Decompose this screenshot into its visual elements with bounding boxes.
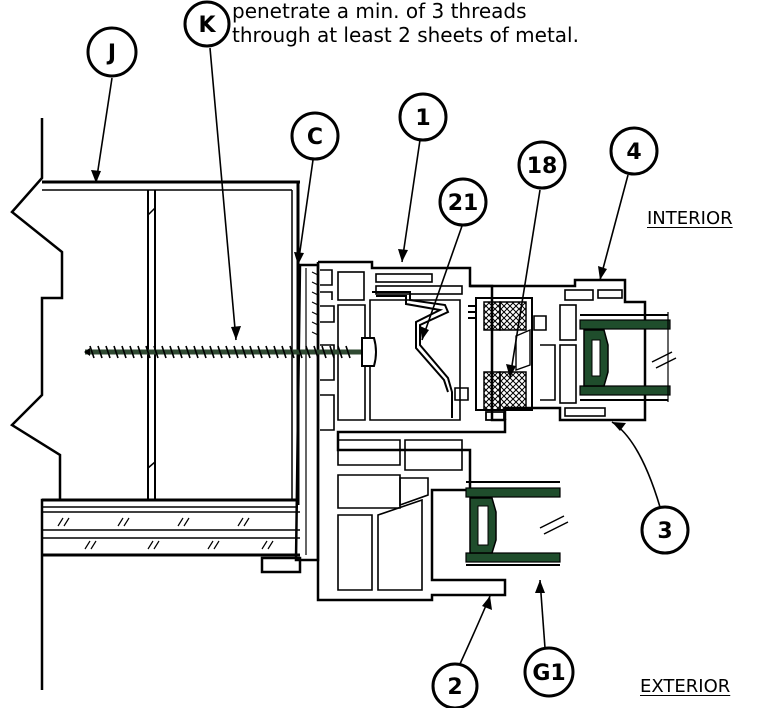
leader-arrowheads — [91, 170, 626, 610]
leader-lines — [95, 47, 661, 665]
shim-clip — [260, 263, 320, 574]
lower-glazing-unit — [465, 481, 569, 566]
sill-band — [42, 511, 300, 557]
upper-glazing-unit — [579, 312, 677, 402]
callout-3: 3 — [640, 505, 690, 555]
svg-text:C: C — [307, 125, 323, 150]
svg-text:J: J — [106, 41, 116, 66]
leader-1 — [401, 139, 421, 263]
svg-text:3: 3 — [657, 519, 672, 544]
sash-profile — [470, 278, 647, 422]
leader-4 — [599, 174, 629, 281]
steel-reinforcement — [372, 291, 453, 418]
svg-text:21: 21 — [448, 191, 479, 216]
interlock-mullion — [454, 297, 533, 421]
leader-3 — [611, 421, 661, 508]
svg-text:1: 1 — [415, 106, 430, 131]
callout-21: 21 — [438, 177, 488, 227]
callout-1: 1 — [398, 92, 448, 142]
callout-j: J — [86, 26, 138, 78]
interior-label: INTERIOR — [647, 208, 733, 229]
svg-text:K: K — [198, 13, 216, 38]
leader-j — [95, 77, 113, 184]
callout-2: 2 — [431, 662, 479, 710]
main-frame-profile — [311, 260, 507, 602]
svg-text:G1: G1 — [532, 661, 565, 686]
svg-text:4: 4 — [626, 140, 641, 165]
leader-21 — [421, 225, 463, 341]
callout-18: 18 — [517, 140, 567, 190]
svg-text:18: 18 — [527, 154, 558, 179]
callout-g1: G1 — [523, 646, 575, 698]
screw-note-line-2: through at least 2 sheets of metal. — [232, 23, 579, 47]
leader-c — [297, 159, 314, 266]
leader-k — [209, 47, 237, 341]
svg-text:2: 2 — [447, 675, 462, 700]
callout-k: K — [183, 0, 231, 48]
screw-note-line-1: penetrate a min. of 3 threads — [232, 0, 527, 23]
exterior-label: EXTERIOR — [640, 676, 731, 697]
anchor-screw — [84, 337, 377, 367]
callout-c: C — [290, 111, 340, 161]
wall-stud-assembly — [10, 118, 300, 690]
callout-4: 4 — [609, 126, 659, 176]
leader-18 — [509, 189, 541, 379]
